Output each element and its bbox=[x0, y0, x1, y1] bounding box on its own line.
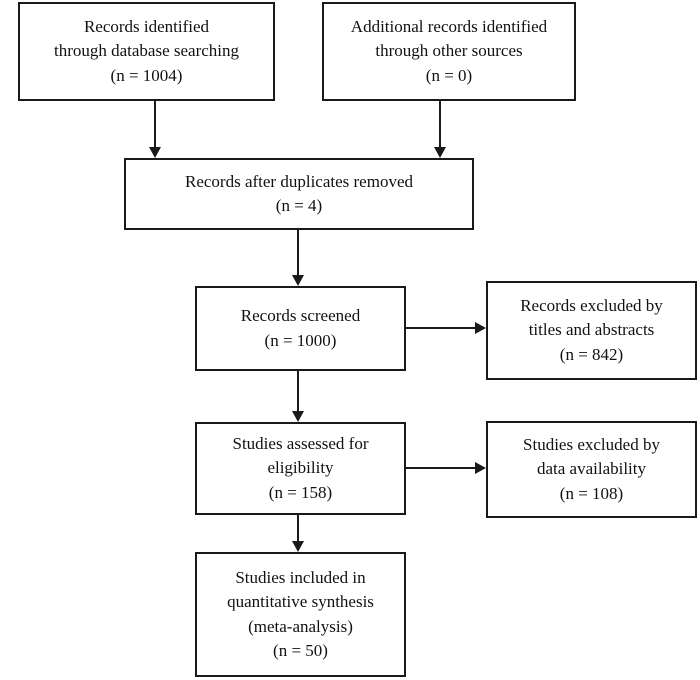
box-line: (meta-analysis) bbox=[248, 616, 353, 636]
box-line: (n = 0) bbox=[425, 65, 473, 85]
box-records-identified-database: Records identified through database sear… bbox=[18, 2, 275, 101]
box-line: Records screened bbox=[240, 306, 361, 326]
box-line: Records identified bbox=[83, 17, 210, 37]
box-records-screened: Records screened (n = 1000) bbox=[195, 286, 406, 371]
box-line: (n = 108) bbox=[559, 483, 624, 503]
box-line: through database searching bbox=[53, 41, 240, 61]
box-studies-excluded-data: Studies excluded by data availability (n… bbox=[486, 421, 697, 518]
arrowhead-assessed-to-excluded bbox=[475, 462, 486, 474]
box-line: titles and abstracts bbox=[528, 320, 655, 340]
box-line: Records excluded by bbox=[520, 296, 663, 316]
box-line: (n = 4) bbox=[275, 196, 323, 215]
box-line: (n = 50) bbox=[273, 640, 328, 660]
box-records-excluded-titles: Records excluded by titles and abstracts… bbox=[486, 281, 697, 380]
arrowhead-database-to-duplicates bbox=[149, 147, 161, 158]
box-line: (n = 1004) bbox=[110, 65, 183, 85]
box-records-identified-other: Additional records identified through ot… bbox=[322, 2, 576, 101]
box-line: Studies excluded by bbox=[523, 435, 660, 455]
box-line: Studies included in bbox=[235, 568, 366, 588]
arrowhead-duplicates-to-screened bbox=[292, 275, 304, 286]
arrowhead-other-to-duplicates bbox=[434, 147, 446, 158]
box-line: quantitative synthesis bbox=[227, 592, 374, 612]
box-records-after-duplicates: Records after duplicates removed (n = 4) bbox=[124, 158, 474, 230]
box-line: (n = 158) bbox=[268, 482, 333, 502]
box-line: Records after duplicates removed bbox=[185, 171, 413, 191]
box-studies-included: Studies included in quantitative synthes… bbox=[195, 552, 406, 677]
box-line: eligibility bbox=[267, 458, 334, 478]
box-line: (n = 842) bbox=[559, 344, 624, 364]
box-studies-assessed-eligibility: Studies assessed for eligibility (n = 15… bbox=[195, 422, 406, 515]
box-line: data availability bbox=[536, 459, 647, 479]
arrowhead-screened-to-excluded bbox=[475, 322, 486, 334]
box-line: Studies assessed for bbox=[232, 434, 369, 454]
arrowhead-assessed-to-included bbox=[292, 541, 304, 552]
box-line: through other sources bbox=[375, 41, 523, 61]
box-line: Additional records identified bbox=[350, 17, 548, 37]
box-line: (n = 1000) bbox=[264, 330, 337, 350]
arrowhead-screened-to-assessed bbox=[292, 411, 304, 422]
